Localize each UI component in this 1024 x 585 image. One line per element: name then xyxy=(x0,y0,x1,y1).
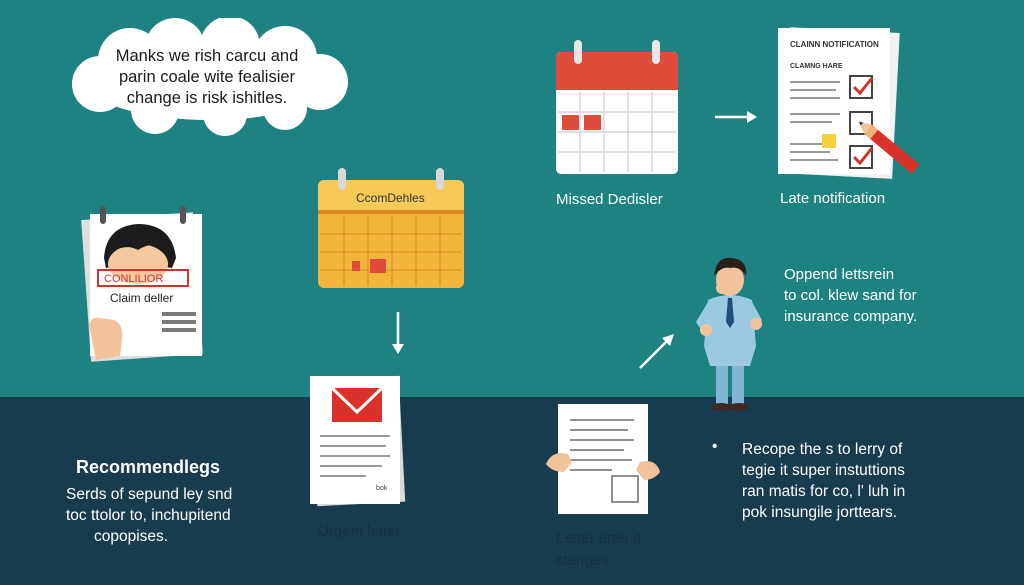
late-notification-document-icon: CLAINN NOTIFICATION CLAMNG HARE xyxy=(778,27,920,179)
bullet-line: pok insungile jorttears. xyxy=(742,504,898,521)
bullet-line: tegie it super instuttions xyxy=(742,462,905,479)
letter-changes-line: ctanges. xyxy=(556,552,613,569)
notification-subtitle: CLAMNG HARE xyxy=(790,63,843,70)
recommendations-line: copopises. xyxy=(94,528,169,545)
arrow-right-icon xyxy=(715,111,757,123)
person-text-line: to col. klew sand for xyxy=(784,287,917,304)
bullet-line: ran matis for co, l' luh in xyxy=(742,483,906,500)
person-text: Oppend lettsrein to col. klew sand for i… xyxy=(784,264,917,327)
claim-sheet-illustration: CONLILIOR Claim deller xyxy=(81,206,203,362)
cloud-text: Manks we rish carcu and parin coale wite… xyxy=(92,46,322,109)
navy-background xyxy=(0,397,1024,585)
recommendations-heading: Recommendlegs xyxy=(76,457,221,477)
deadline-calendar-icon: CcomDehles xyxy=(318,168,464,288)
recommendations-line: toc ttolor to, inchupitend xyxy=(66,507,231,524)
urgent-letter-footnote: bok xyxy=(376,485,388,492)
cloud-line: change is risk ishitles. xyxy=(126,89,288,107)
letter-changes-document-icon xyxy=(546,404,660,514)
urgent-letter-caption: Urgent letter xyxy=(318,523,401,540)
missed-deadline-caption: Missed Dedisler xyxy=(556,191,663,208)
arrow-up-right-icon xyxy=(639,334,674,369)
urgent-letter-icon: bok xyxy=(310,375,406,507)
letter-changes-caption: Letter erter it ctanges. xyxy=(556,528,641,572)
cloud-line: parin coale wite fealisier xyxy=(118,68,296,86)
bullet-text: Recope the s to lerry of tegie it super … xyxy=(742,439,905,523)
late-notification-caption: Late notification xyxy=(780,190,886,207)
claim-stamp: CONLILIOR xyxy=(104,273,163,285)
person-text-line: Oppend lettsrein xyxy=(784,266,895,283)
person-text-line: insurance company. xyxy=(784,308,918,325)
notification-title: CLAINN NOTIFICATION xyxy=(790,40,879,49)
arrow-down-icon xyxy=(392,312,404,354)
cloud-line: Manks we rish carcu and xyxy=(115,47,299,65)
missed-deadline-calendar-icon xyxy=(556,40,678,174)
bullet-marker: • xyxy=(712,438,718,455)
letter-changes-line: Letter erter it xyxy=(556,530,642,547)
recommendations-text: Serds of sepund ley snd toc ttolor to, i… xyxy=(66,484,232,547)
calendar-header: CcomDehles xyxy=(356,191,425,205)
person-illustration xyxy=(696,257,762,411)
thought-cloud xyxy=(72,18,348,136)
recommendations-line: Serds of sepund ley snd xyxy=(66,486,233,503)
bullet-line: Recope the s to lerry of xyxy=(742,441,903,458)
claim-label: Claim deller xyxy=(110,291,173,305)
